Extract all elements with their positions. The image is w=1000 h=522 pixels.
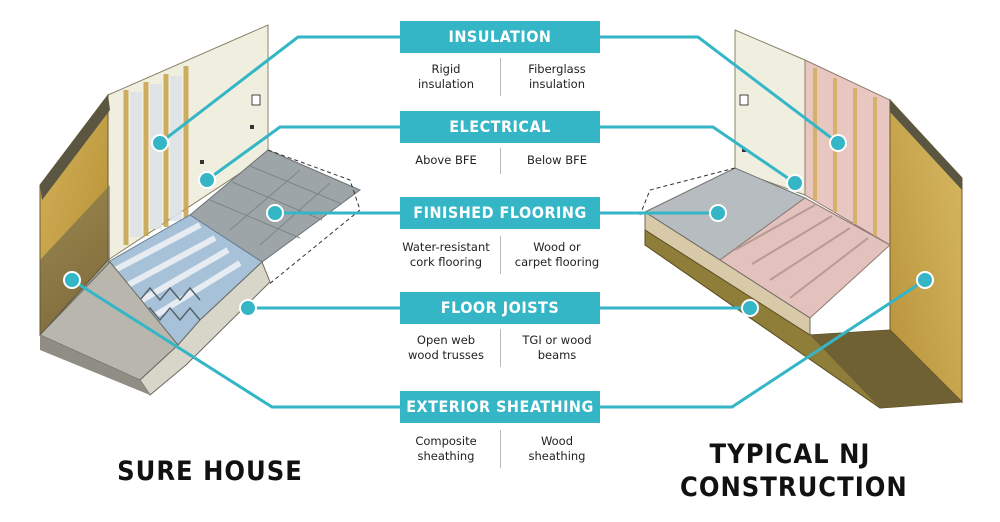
dot-joists-left [239,299,257,317]
joists-divider [500,329,501,367]
left-truss-lines [113,222,242,318]
left-dashed-outline [267,149,361,286]
connector-dots [63,134,934,317]
connector-insulation-left [159,35,400,145]
connector-electrical-left [206,125,400,182]
electrical-divider [500,148,501,174]
connector-lines [71,35,926,409]
dot-joists-right [741,299,759,317]
finished-flooring-label: FINISHED FLOORING [400,197,600,229]
right-dashed-outline [639,167,736,216]
electrical-typical-text: Below BFE [526,153,588,167]
insulation-divider [500,58,501,96]
typical-nj-illustration [639,29,964,409]
left-lower-wall [40,185,110,335]
insulation-label: INSULATION [400,21,600,53]
connector-insulation-right [600,35,839,145]
dot-electrical-left [198,171,216,189]
left-studs [123,66,189,245]
sheathing-divider [500,430,501,468]
sure-house-illustration [39,24,361,396]
dot-sheathing-right [916,271,934,289]
flooring-divider [500,236,501,274]
floor-joists-label: FLOOR JOISTS [400,292,600,324]
connector-sheathing-right [600,278,926,409]
connector-electrical-right [600,125,796,185]
left-outlet [251,94,261,106]
right-joist-lines [734,204,869,299]
electrical-sure-house-text: Above BFE [415,153,477,167]
left-sheathing-strip [40,95,110,200]
dot-sheathing-left [63,271,81,289]
dot-flooring-right [709,204,727,222]
right-outlet [739,94,749,106]
right-back-wall [734,29,806,196]
exterior-sheathing-label: EXTERIOR SHEATHING [400,391,600,423]
electrical-label: ELECTRICAL [400,111,600,143]
dot-insulation-right [829,134,847,152]
sure-house-title: SURE HOUSE [117,456,303,487]
dot-flooring-left [266,204,284,222]
connector-sheathing-left [71,278,400,409]
dot-insulation-left [151,134,169,152]
dot-electrical-right [786,174,804,192]
left-rigid-insulation [130,76,182,237]
